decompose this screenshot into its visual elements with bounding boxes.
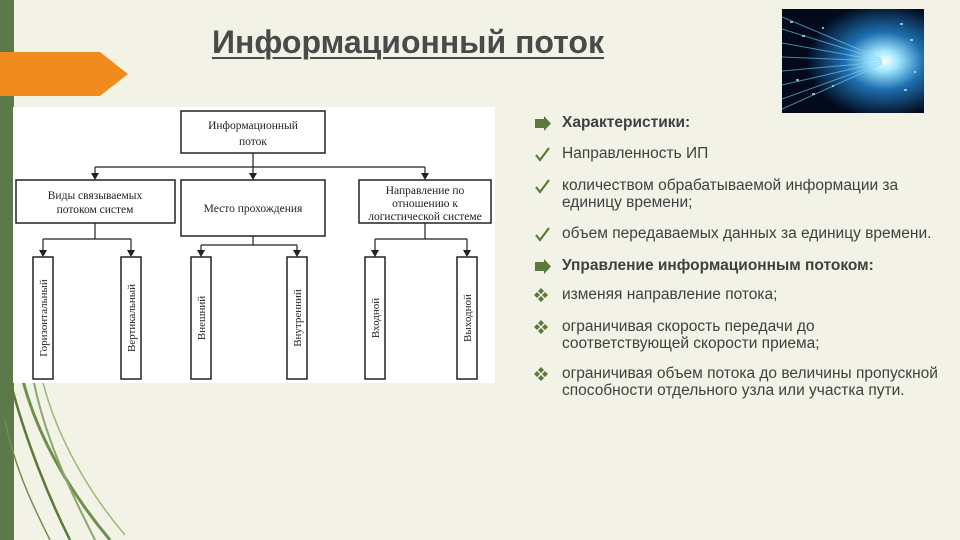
management-heading-item: Управление информационным потоком: — [533, 257, 943, 274]
diamond-cluster-icon — [533, 287, 553, 304]
diagram-type-label: логистической системе — [368, 211, 482, 223]
diamond-cluster-icon — [533, 319, 553, 336]
grass-decoration — [0, 360, 130, 540]
diagram-leaf-label: Внешний — [196, 296, 208, 340]
diagram-type-label: отношению к — [392, 198, 458, 210]
management-item: ограничивая объем потока до величины про… — [533, 365, 943, 399]
characteristic-item: объем передаваемых данных за единицу вре… — [533, 225, 943, 242]
management-heading: Управление информационным потоком: — [562, 257, 874, 274]
checkmark-icon — [533, 226, 553, 243]
diagram-leaf-label: Выходной — [462, 294, 474, 342]
management-item: ограничивая скорость передачи до соответ… — [533, 318, 943, 352]
management-item: изменяя направление потока; — [533, 286, 943, 303]
diagram-leaf-label: Вертикальный — [126, 284, 138, 352]
diagram-leaf-label: Горизонтальный — [38, 279, 50, 357]
checkmark-icon — [533, 146, 553, 163]
diagram-root-label: Информационный — [208, 120, 298, 132]
management-text: ограничивая скорость передачи до соответ… — [562, 318, 820, 352]
characteristics-heading-item: Характеристики: — [533, 114, 943, 131]
management-text: ограничивая объем потока до величины про… — [562, 365, 938, 399]
diagram-leaf-label: Внутренний — [292, 289, 304, 347]
arrow-right-icon — [533, 115, 553, 132]
orange-arrow-tab — [0, 52, 128, 96]
characteristic-item: количеством обрабатываемой информации за… — [533, 177, 943, 211]
characteristic-item: Направленность ИП — [533, 145, 943, 162]
diagram-leaf-label: Входной — [370, 298, 382, 338]
diagram-root-label: поток — [239, 136, 267, 148]
diagram-type-label: Виды связываемых — [48, 190, 143, 202]
management-text: изменяя направление потока; — [562, 286, 777, 303]
page-title: Информационный поток — [212, 24, 604, 61]
info-flow-diagram: Информационный поток Виды связываемых по… — [13, 107, 495, 383]
characteristics-heading: Характеристики: — [562, 114, 690, 131]
content-list: Характеристики: Направленность ИП количе… — [533, 110, 943, 399]
diamond-cluster-icon — [533, 366, 553, 383]
arrow-right-icon — [533, 258, 553, 275]
diagram-type-label: потоком систем — [57, 204, 135, 216]
data-stream-image — [782, 9, 924, 113]
characteristic-text: Направленность ИП — [562, 145, 708, 162]
diagram-type-label: Направление по — [386, 185, 465, 197]
characteristic-text: объем передаваемых данных за единицу вре… — [562, 225, 931, 242]
checkmark-icon — [533, 178, 553, 195]
characteristic-text: количеством обрабатываемой информации за… — [562, 177, 898, 211]
diagram-type-label: Место прохождения — [204, 203, 303, 215]
